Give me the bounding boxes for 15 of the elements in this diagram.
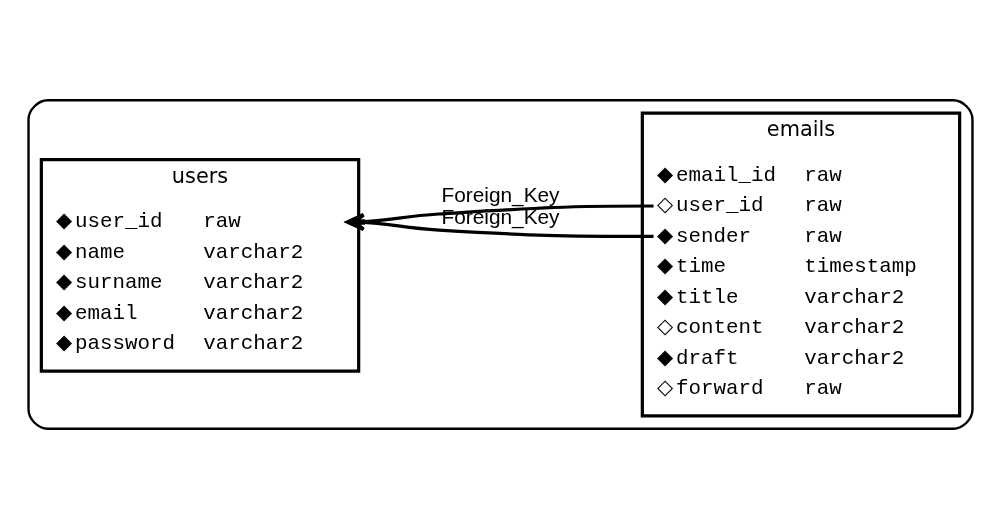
node-text: ◇ content varchar2: [656, 315, 905, 339]
node-text: ◆ surname varchar2: [55, 270, 304, 294]
node-text: ◆ sender raw: [656, 224, 842, 248]
node-text: ◆ email varchar2: [55, 301, 304, 325]
edge-label: Foreign_Key: [441, 182, 560, 206]
node-text: ◆ title varchar2: [656, 285, 905, 309]
node-text: ◆ email_id raw: [656, 163, 842, 187]
node-text: ◇ forward raw: [656, 376, 842, 400]
cluster: [27, 98, 974, 430]
node-text: ◆ password varchar2: [55, 331, 304, 355]
node-text: ◆ user_id raw: [55, 209, 241, 233]
node-text: ◇ user_id raw: [656, 193, 842, 217]
node-text: ◆ time timestamp: [656, 254, 917, 278]
node-text: ◆ draft varchar2: [656, 346, 905, 370]
node-text: ◆ name varchar2: [55, 240, 304, 264]
